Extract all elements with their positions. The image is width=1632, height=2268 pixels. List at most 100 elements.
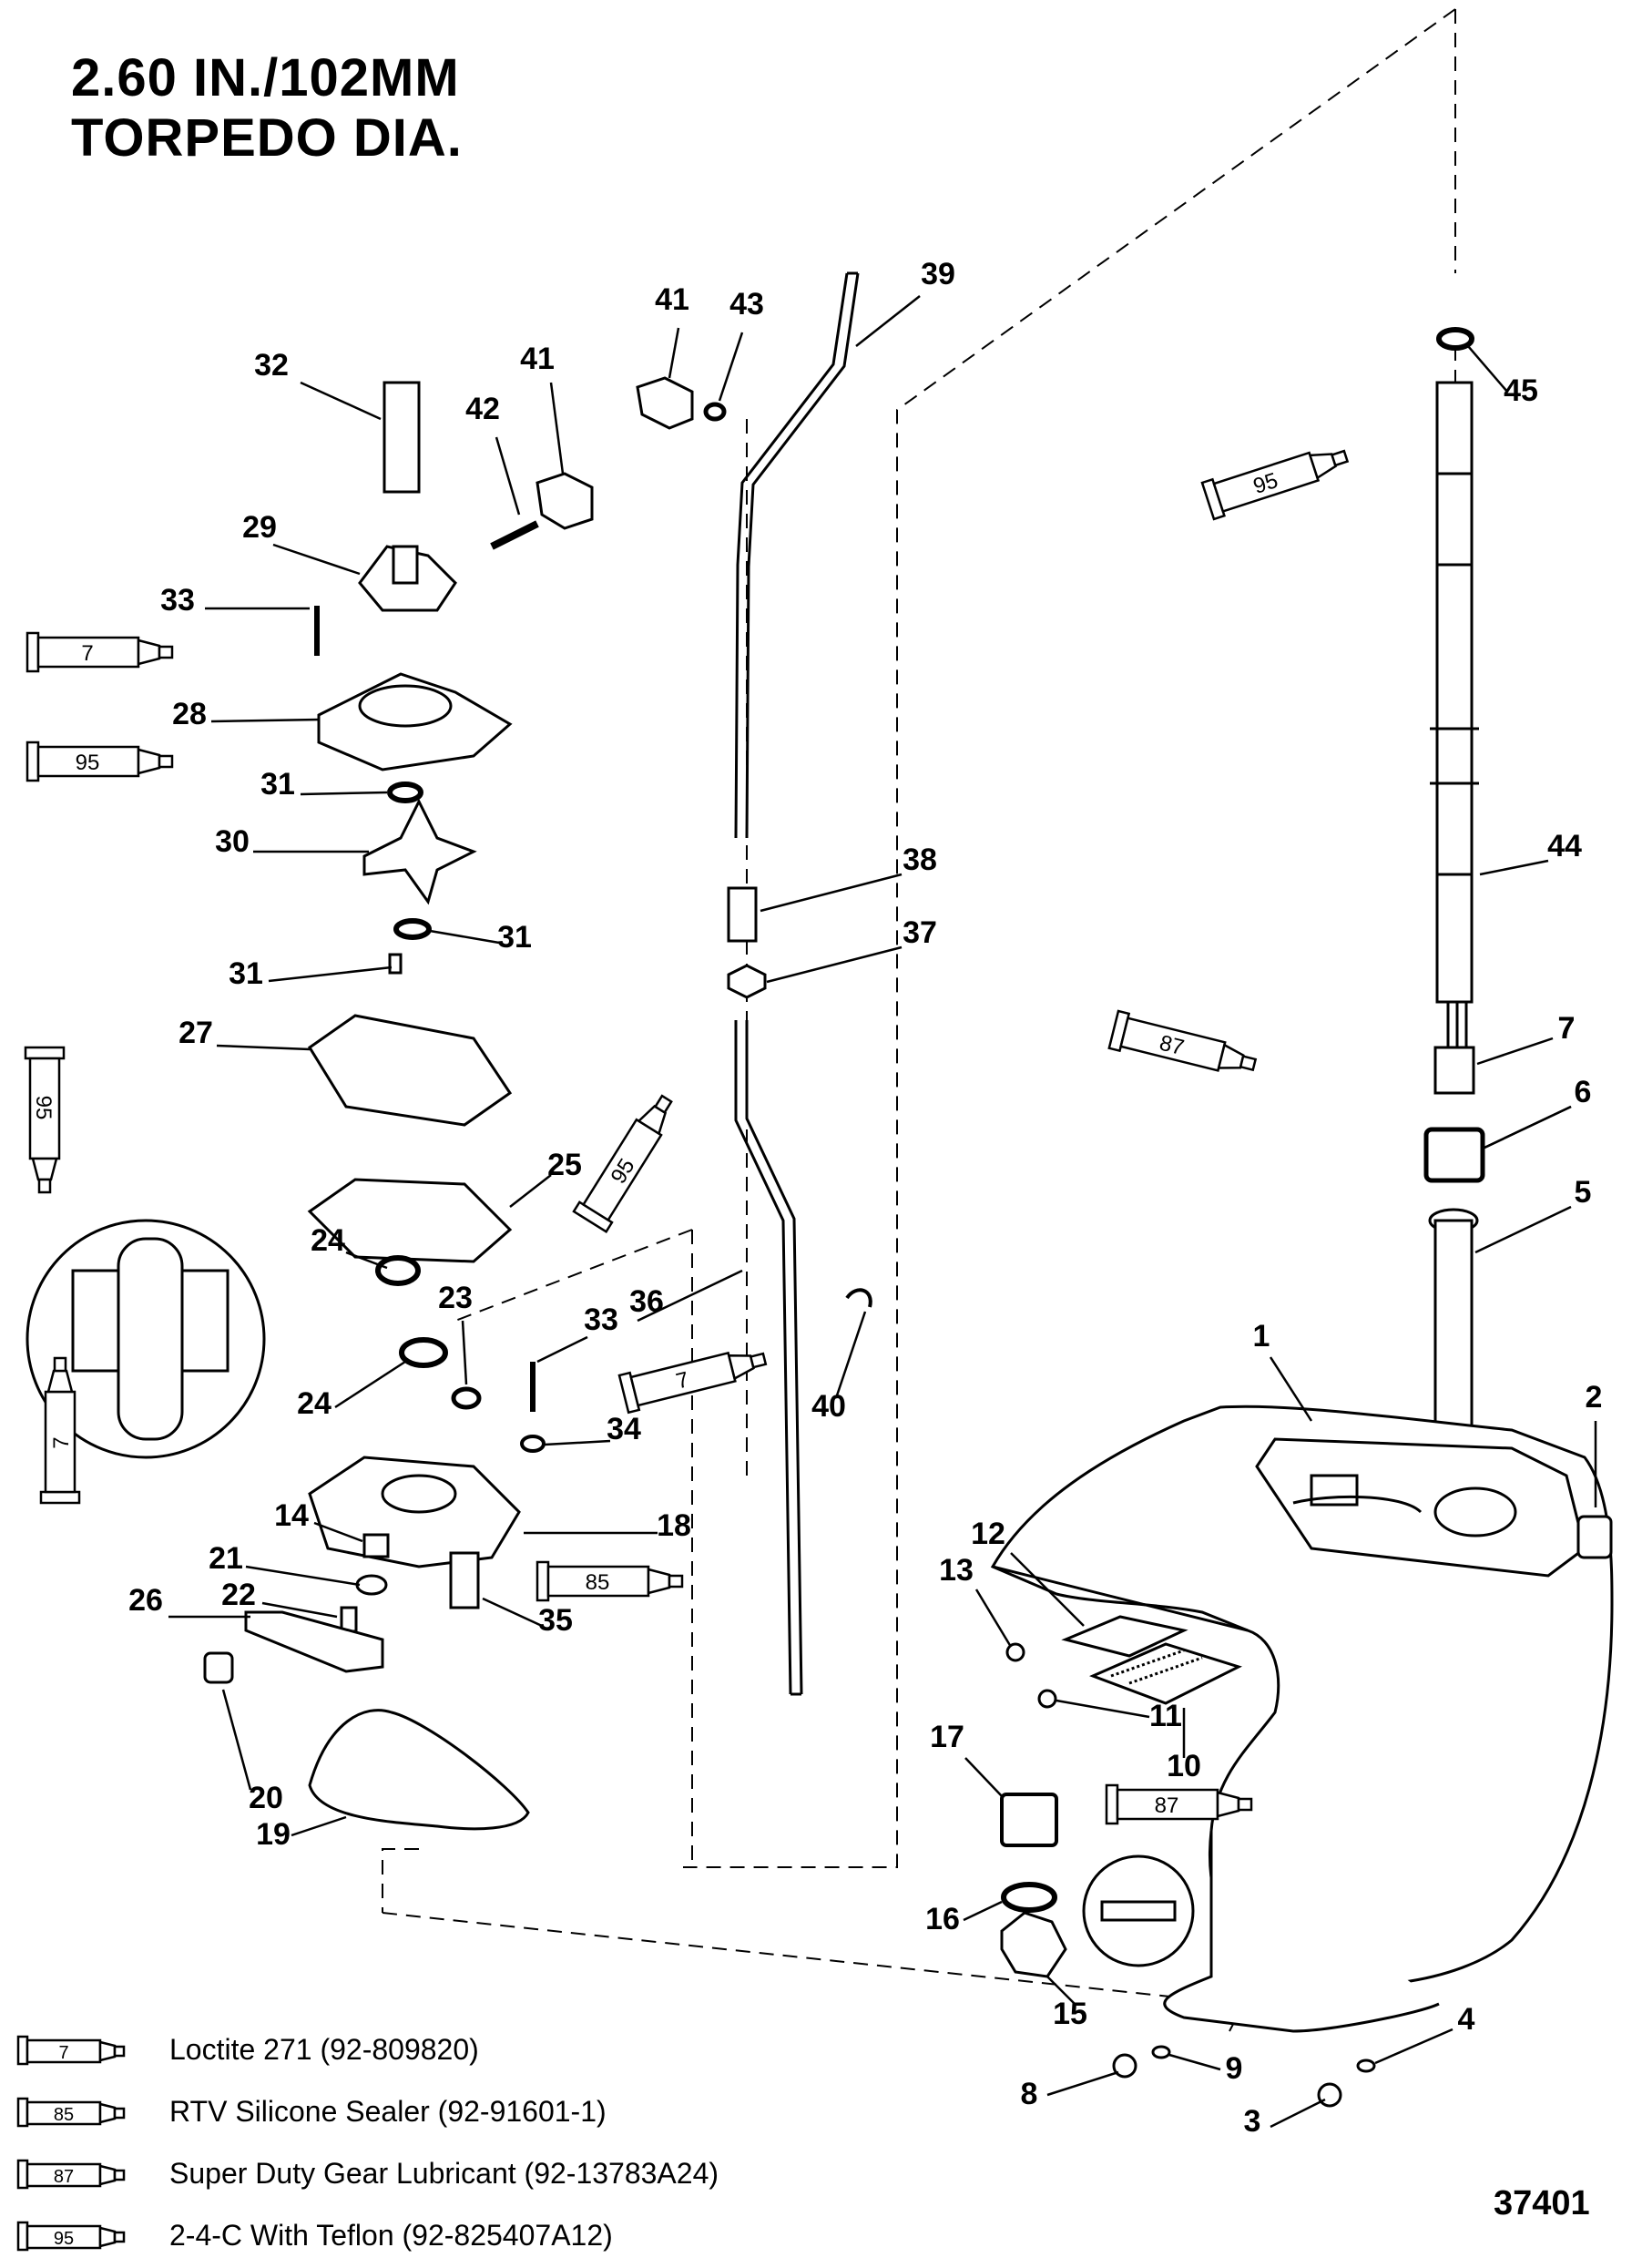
callout-23: 23 <box>438 1281 473 1315</box>
diagram-title-line-2: TORPEDO DIA. <box>71 108 463 168</box>
bushing-6 <box>1423 1127 1485 1183</box>
callout-24: 24 <box>311 1223 345 1258</box>
callout-31: 31 <box>229 956 263 991</box>
sealant-tube-icon: 95 <box>26 741 174 782</box>
leader-line-44 <box>1479 859 1549 876</box>
leader-line-1 <box>1269 1356 1313 1422</box>
leader-line-24 <box>334 1360 406 1409</box>
seal-2 <box>1576 1515 1613 1559</box>
callout-1: 1 <box>1253 1319 1270 1354</box>
leader-line-7 <box>1476 1037 1554 1066</box>
leader-line-27 <box>216 1044 311 1051</box>
callout-6: 6 <box>1575 1075 1592 1109</box>
gasket-19 <box>308 1709 530 1831</box>
callout-17: 17 <box>930 1720 964 1754</box>
callout-13: 13 <box>939 1553 974 1588</box>
callout-10: 10 <box>1167 1749 1201 1783</box>
tube-code-label: 7 <box>81 641 93 666</box>
legend-text-gear-lube: Super Duty Gear Lubricant (92-13783A24) <box>169 2157 719 2190</box>
tube-code-label: 7 <box>49 1436 74 1448</box>
clip-41-upper <box>636 376 694 430</box>
leader-line-32 <box>300 381 382 421</box>
key-31 <box>388 953 403 975</box>
tube-code-label: 7 <box>674 1367 691 1394</box>
washer-31b <box>393 918 432 940</box>
seal-24a <box>375 1255 421 1286</box>
tube-icon: 87 <box>16 2159 126 2190</box>
tube-26 <box>244 1610 384 1673</box>
leader-line-38 <box>760 873 903 913</box>
legend-text-loctite: Loctite 271 (92-809820) <box>169 2033 479 2066</box>
callout-12: 12 <box>971 1517 1005 1551</box>
leader-line-17 <box>964 1757 1003 1797</box>
callout-28: 28 <box>172 697 207 731</box>
leader-line-39 <box>855 295 921 347</box>
vent-screw-3 <box>1317 2082 1342 2108</box>
leader-line-13 <box>974 1589 1013 1648</box>
callout-43: 43 <box>729 287 764 322</box>
callout-41: 41 <box>520 342 555 376</box>
callout-41: 41 <box>655 282 689 317</box>
leader-line-41 <box>549 382 565 475</box>
sealant-tube-icon: 95 <box>1200 449 1350 521</box>
callout-3: 3 <box>1244 2104 1261 2139</box>
leader-line-21 <box>245 1565 361 1587</box>
callout-15: 15 <box>1053 1997 1087 2031</box>
washer-34 <box>520 1435 546 1453</box>
diagram-title-line-1: 2.60 IN./102MM <box>71 48 460 107</box>
callout-22: 22 <box>221 1578 256 1612</box>
sealant-tube-icon: 85 <box>536 1560 684 1602</box>
callout-44: 44 <box>1547 829 1582 863</box>
callout-16: 16 <box>925 1902 960 1936</box>
callout-27: 27 <box>178 1016 213 1050</box>
tube-icon: 95 <box>16 2221 126 2252</box>
leader-line-31 <box>429 929 500 945</box>
leader-line-37 <box>766 945 903 984</box>
callout-24: 24 <box>297 1386 332 1421</box>
callout-35: 35 <box>538 1603 573 1638</box>
leader-line-22 <box>261 1601 338 1619</box>
leader-line-31 <box>300 791 388 796</box>
callout-30: 30 <box>215 824 250 859</box>
figure-number: 37401 <box>1494 2184 1590 2222</box>
leader-line-8 <box>1046 2070 1119 2097</box>
leader-line-5 <box>1474 1205 1572 1254</box>
legend-text-teflon: 2-4-C With Teflon (92-825407A12) <box>169 2219 613 2252</box>
callout-36: 36 <box>629 1284 664 1319</box>
tube-32 <box>382 381 421 494</box>
callout-40: 40 <box>811 1389 846 1424</box>
leader-line-23 <box>461 1320 468 1385</box>
callout-31: 31 <box>260 767 295 802</box>
leader-line-34 <box>544 1439 611 1446</box>
driveshaft-tube-5 <box>1428 1208 1479 1432</box>
washer-9 <box>1151 2045 1171 2059</box>
tube-icon: 85 <box>16 2097 126 2128</box>
drive-shaft <box>1430 381 1479 1047</box>
callout-37: 37 <box>903 915 937 950</box>
legend-row-loctite: 7 Loctite 271 (92-809820) <box>16 2033 836 2069</box>
leader-line-20 <box>221 1689 252 1791</box>
callout-9: 9 <box>1226 2051 1243 2086</box>
callout-21: 21 <box>209 1541 243 1576</box>
sealant-tube-icon: 87 <box>1107 1009 1258 1072</box>
leader-line-9 <box>1168 2053 1221 2071</box>
leader-lines <box>168 295 1597 2129</box>
gear-housing <box>990 1405 1614 2033</box>
sealant-tube-icon: 95 <box>572 1094 673 1233</box>
callout-19: 19 <box>256 1817 291 1852</box>
leader-line-14 <box>313 1521 363 1543</box>
callout-39: 39 <box>921 257 955 291</box>
callout-29: 29 <box>242 510 277 545</box>
leader-line-29 <box>272 543 361 576</box>
leader-line-36 <box>637 1269 743 1323</box>
leader-line-19 <box>291 1815 347 1837</box>
washer-16 <box>1001 1882 1057 1913</box>
leader-line-15 <box>1046 1976 1076 2005</box>
sealant-tube-icon: 7 <box>26 631 174 673</box>
clip-40 <box>845 1288 872 1308</box>
leader-line-11 <box>1056 1699 1150 1719</box>
callout-25: 25 <box>547 1148 582 1182</box>
